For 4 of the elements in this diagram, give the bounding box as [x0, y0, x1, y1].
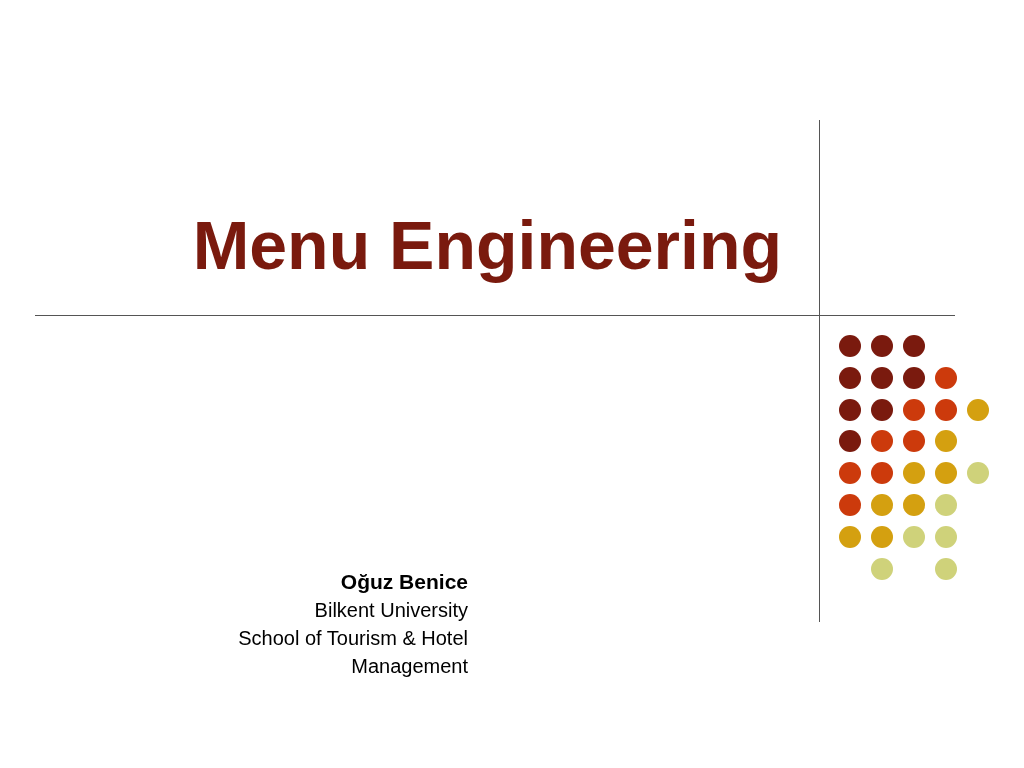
slide-title: Menu Engineering [191, 206, 782, 285]
affiliation-text: Bilkent University [313, 598, 468, 623]
author-name: Oğuz Benice [339, 569, 468, 595]
affiliation-text: School of Tourism & Hotel Management [237, 626, 468, 679]
